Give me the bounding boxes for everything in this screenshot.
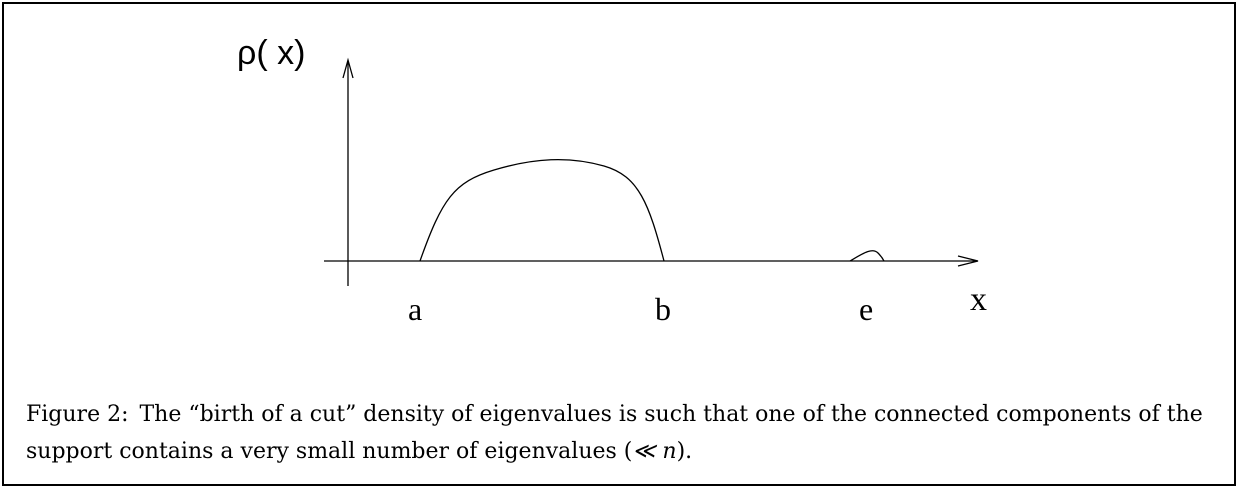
main-density-curve: [419, 158, 665, 262]
x-axis-label: x: [970, 281, 987, 318]
caption-lead: Figure 2:: [26, 402, 129, 427]
caption-text: The “birth of a cut” density of eigenval…: [26, 402, 1203, 464]
point-label-e: e: [859, 291, 873, 327]
caption-math: ≪ n: [632, 439, 677, 464]
caption-text-end: ).: [676, 439, 693, 464]
figure-caption: Figure 2: The “birth of a cut” density o…: [26, 396, 1216, 470]
small-density-bump: [849, 250, 885, 262]
y-axis-label: ρ( x): [237, 34, 305, 72]
x-axis-arrowhead: [957, 255, 979, 267]
y-axis-arrowhead: [342, 57, 354, 79]
point-label-a: a: [408, 291, 422, 327]
point-label-b: b: [655, 291, 671, 327]
density-diagram: ρ( x) x a b e: [237, 34, 987, 327]
